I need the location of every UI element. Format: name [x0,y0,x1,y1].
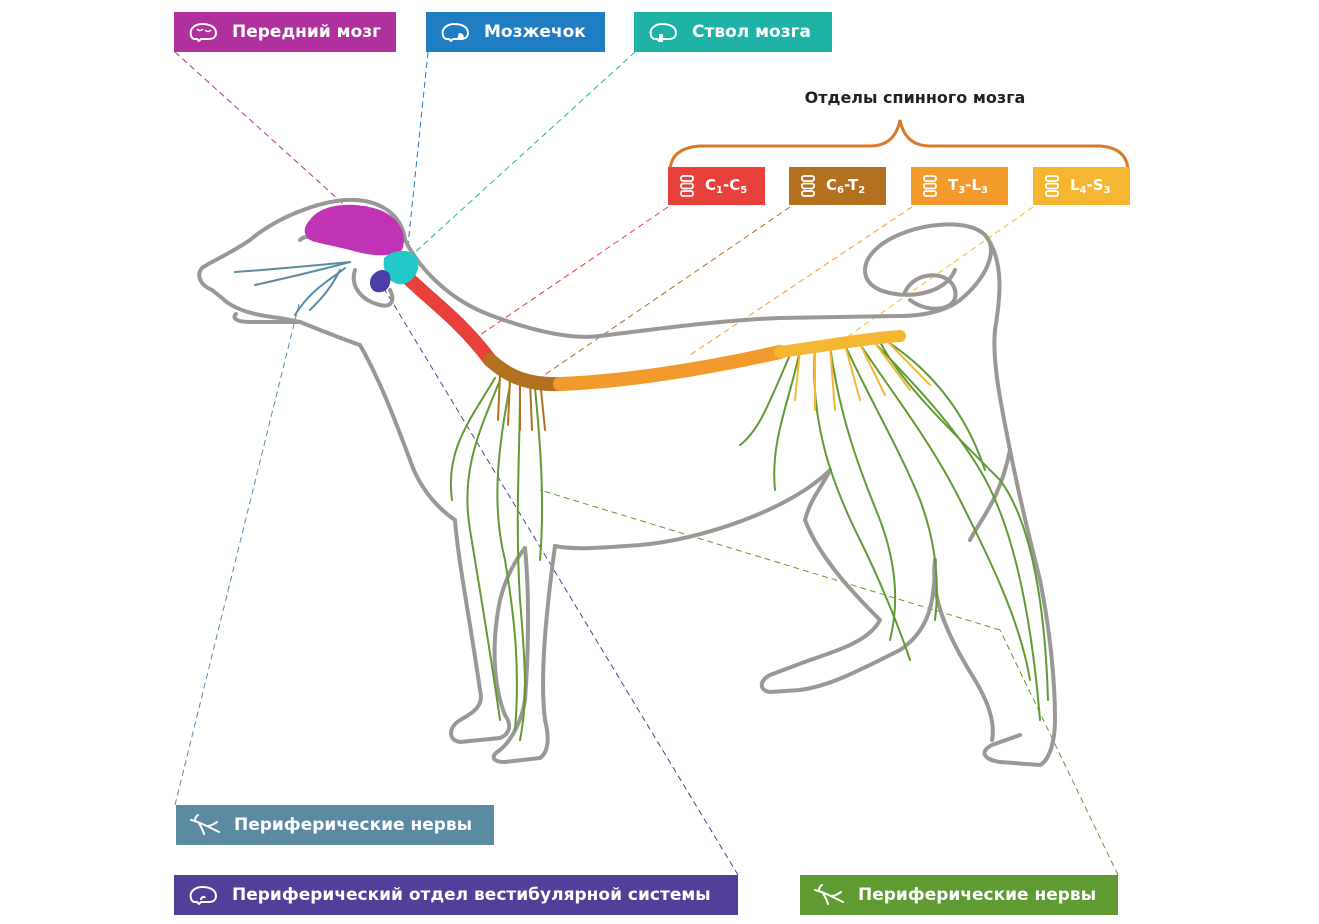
nerve-icon [812,883,846,907]
spinal-cord [398,268,906,392]
dog-outline [197,197,1057,767]
label-peripheral-nerves-head: Периферические нервы [176,805,494,845]
label-cerebellum-text: Мозжечок [484,22,586,42]
label-vestibular-text: Периферический отдел вестибулярной систе… [232,885,711,905]
brainstem-shape [383,250,419,285]
leader-lines [174,51,1119,876]
segment-c6-t2-text: C6-T2 [826,176,866,196]
forebrain-shape [304,204,404,256]
label-peripheral-nerves-body: Периферические нервы [800,875,1118,915]
label-brainstem: Ствол мозга [634,12,832,52]
vestibular-shape [369,270,391,293]
label-peripheral-nerves-body-text: Периферические нервы [858,885,1097,905]
segment-l4-s3: L4-S3 [1033,167,1130,205]
leader-peripheral-head [174,299,301,806]
vertebra-icon [678,174,696,198]
segment-c6-t2: C6-T2 [789,167,886,205]
segment-c1-c5: C1-C5 [668,167,765,205]
vertebra-icon [1043,174,1061,198]
label-peripheral-nerves-head-text: Периферические нервы [234,815,473,835]
leader-peripheral-body-a [999,629,1119,876]
label-forebrain: Передний мозг [174,12,396,52]
vertebra-icon [921,174,939,198]
label-vestibular: Периферический отдел вестибулярной систе… [174,875,738,915]
segment-t3-l3-text: T3-L3 [948,176,988,196]
brainstem-icon [646,20,680,44]
leader-c6t2 [539,206,791,379]
leader-c1c5 [479,206,669,336]
label-cerebellum: Мозжечок [426,12,605,52]
ear-icon [186,883,220,907]
label-brainstem-text: Ствол мозга [692,22,811,42]
cerebellum-icon [438,20,472,44]
brain-icon [186,20,220,44]
segment-c1-c5-text: C1-C5 [705,176,748,196]
leader-peripheral-body-b [539,489,1001,631]
leader-brainstem [411,51,636,256]
segment-l4-s3-text: L4-S3 [1070,176,1111,196]
leader-cerebellum [407,51,429,246]
leader-t3l3 [689,206,913,356]
peripheral-nerves-body [449,341,1049,741]
label-forebrain-text: Передний мозг [232,22,382,42]
nerve-icon [188,813,222,837]
vertebra-icon [799,174,817,198]
leader-forebrain [174,51,351,211]
spinal-brace [668,119,1130,173]
leader-vestibular [384,289,739,876]
peripheral-nerves-head [234,261,351,316]
spinal-sections-title: Отделы спинного мозга [804,88,1026,107]
segment-t3-l3: T3-L3 [911,167,1008,205]
